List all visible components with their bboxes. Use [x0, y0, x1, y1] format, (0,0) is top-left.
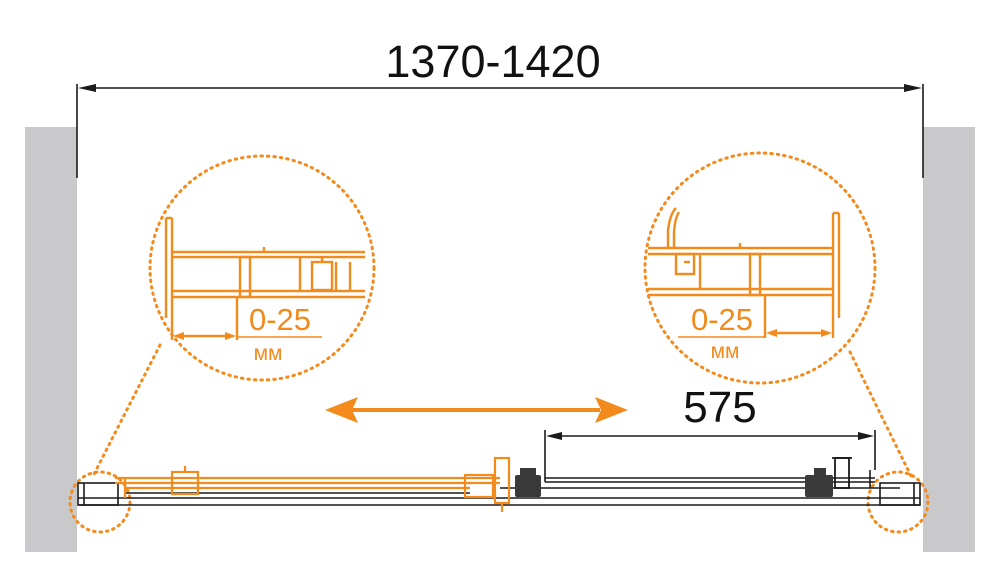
door-opening-label: 575 — [683, 383, 756, 432]
left-measure-arrow-left — [173, 332, 184, 340]
door-plan-view — [77, 456, 921, 512]
callout-connectors — [90, 343, 914, 480]
sliding-direction-arrow — [325, 397, 628, 423]
right-adjustment-label: 0-25 — [691, 302, 753, 337]
right-profile-drawing — [648, 207, 841, 338]
left-wall — [25, 127, 77, 552]
right-measure-arrow-right — [821, 329, 832, 337]
right-detail-callout: 0-25 мм — [643, 151, 877, 385]
dimension-arrow-left — [78, 84, 96, 92]
left-unit-label: мм — [254, 342, 283, 365]
left-measure-arrow-right — [225, 332, 236, 340]
right-small-circle — [866, 470, 930, 534]
left-profile-drawing — [164, 216, 365, 340]
dimension-arrow-right — [904, 84, 922, 92]
door-opening-dimension — [544, 430, 876, 482]
overall-width-label: 1370-1420 — [385, 36, 600, 87]
right-roller — [805, 475, 833, 497]
left-adjustment-label: 0-25 — [249, 302, 311, 337]
left-detail-circle — [148, 154, 376, 382]
right-wall — [923, 127, 975, 552]
left-small-circle — [68, 470, 132, 534]
left-detail-callout: 0-25 мм — [148, 154, 376, 382]
right-unit-label: мм — [711, 340, 740, 363]
center-roller — [515, 475, 541, 497]
right-detail-circle — [643, 151, 877, 385]
overall-width-dimension — [76, 84, 924, 178]
right-measure-arrow-left — [766, 329, 777, 337]
